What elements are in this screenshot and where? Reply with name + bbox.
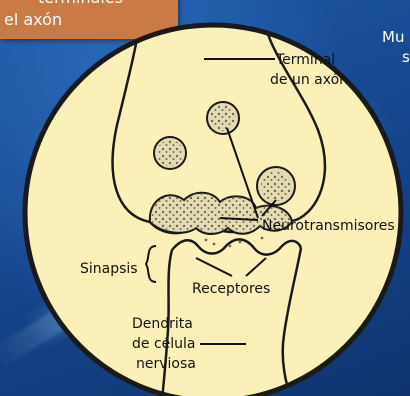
label-receptors: Receptores (192, 281, 270, 297)
vesicle (257, 167, 295, 205)
label-dendrite-3: nerviosa (136, 356, 196, 372)
label-neurotransmitters: Neurotransmisores (262, 218, 395, 234)
label-axon-terminal-1: Terminal (275, 52, 335, 68)
label-axon-terminal-2: de un axón (270, 72, 348, 88)
vesicle (207, 102, 239, 134)
label-synapse: Sinapsis (80, 261, 138, 277)
label-dendrite-2: de célula (132, 336, 196, 352)
vesicle (154, 137, 186, 169)
label-dendrite-1: Dendrita (132, 316, 193, 332)
